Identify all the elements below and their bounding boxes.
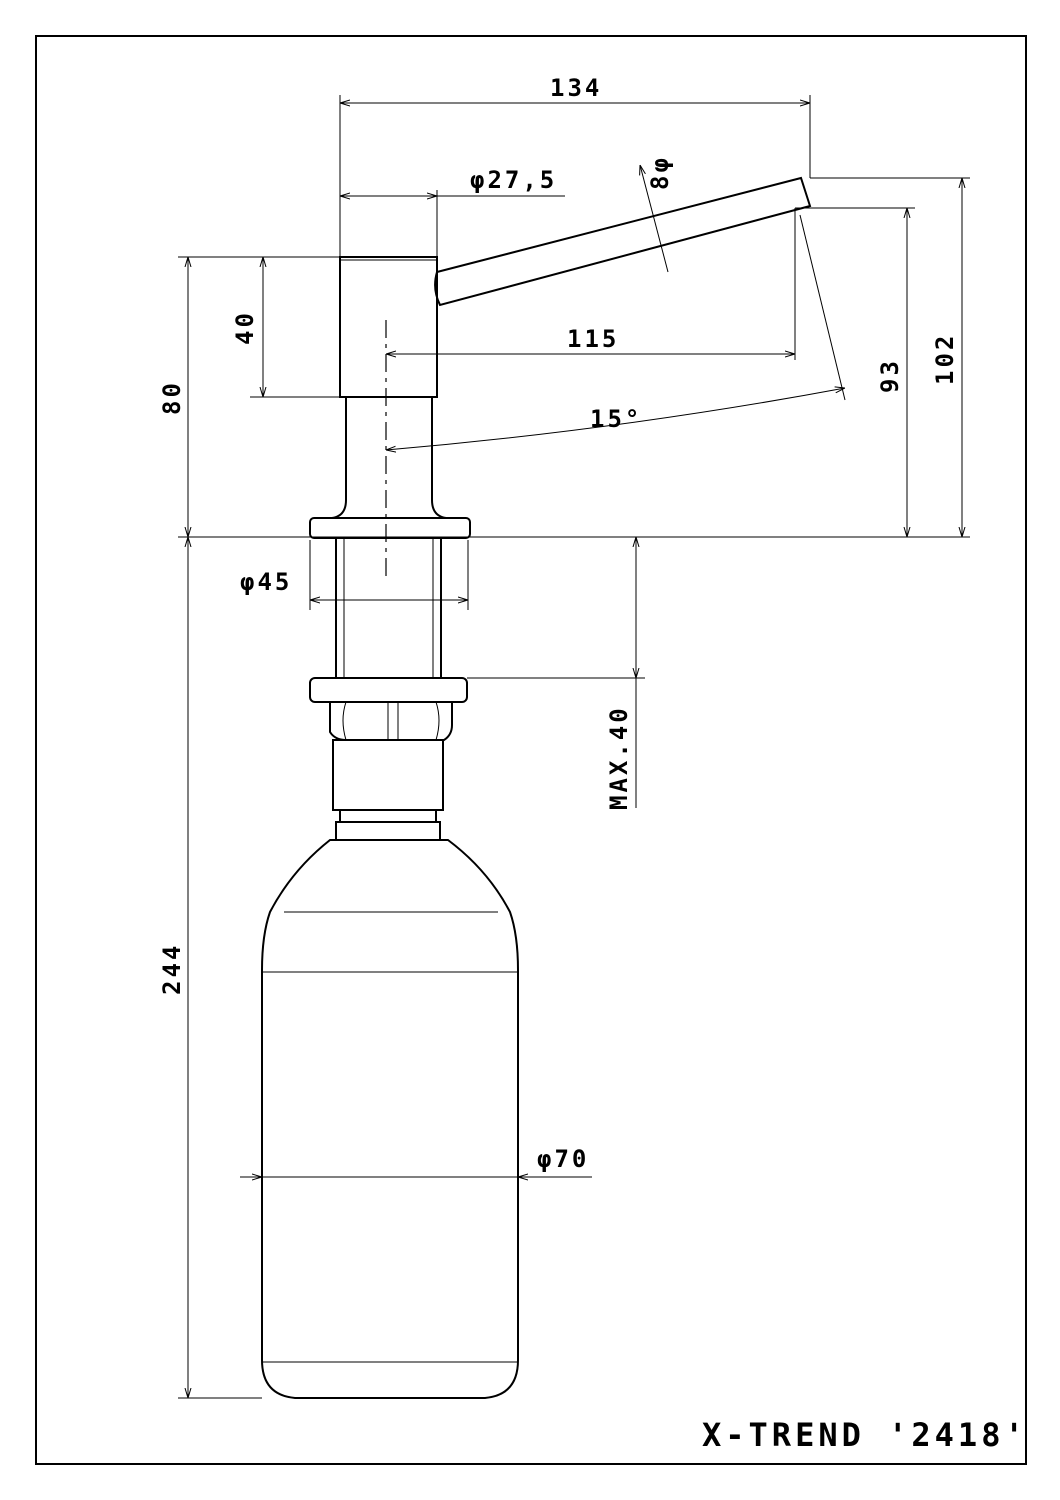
dim-spout-reach: 115	[567, 325, 619, 353]
dim-head-height: 40	[231, 310, 259, 345]
drawing-frame	[35, 35, 1027, 1465]
dim-total-height: 80	[158, 380, 186, 415]
neck	[331, 397, 447, 519]
dim-head-diameter: φ27,5	[470, 166, 557, 194]
pump-body	[332, 739, 444, 811]
dim-spout-height-outer: 102	[931, 333, 959, 385]
dim-flange-diameter: φ45	[240, 568, 292, 596]
threaded-shank	[335, 537, 442, 679]
fixing-nut	[329, 702, 453, 741]
dim-spout-angle: 15°	[590, 405, 642, 433]
dim-bottle-diameter: φ70	[537, 1145, 589, 1173]
bottle	[261, 839, 519, 1399]
pump-head	[339, 256, 438, 398]
dim-overall-length: 134	[550, 74, 602, 102]
lower-washer	[309, 677, 468, 703]
drawing-title: X-TREND '2418'	[702, 1416, 1028, 1454]
dim-spout-height-inner: 93	[876, 358, 904, 393]
dim-below-counter: 244	[158, 943, 186, 995]
spout	[434, 176, 812, 307]
dim-spout-diameter: 8φ	[646, 155, 674, 190]
dispenser-outline	[261, 176, 812, 1399]
upper-flange	[309, 517, 471, 539]
dim-max-thickness: MAX.40	[605, 705, 633, 810]
